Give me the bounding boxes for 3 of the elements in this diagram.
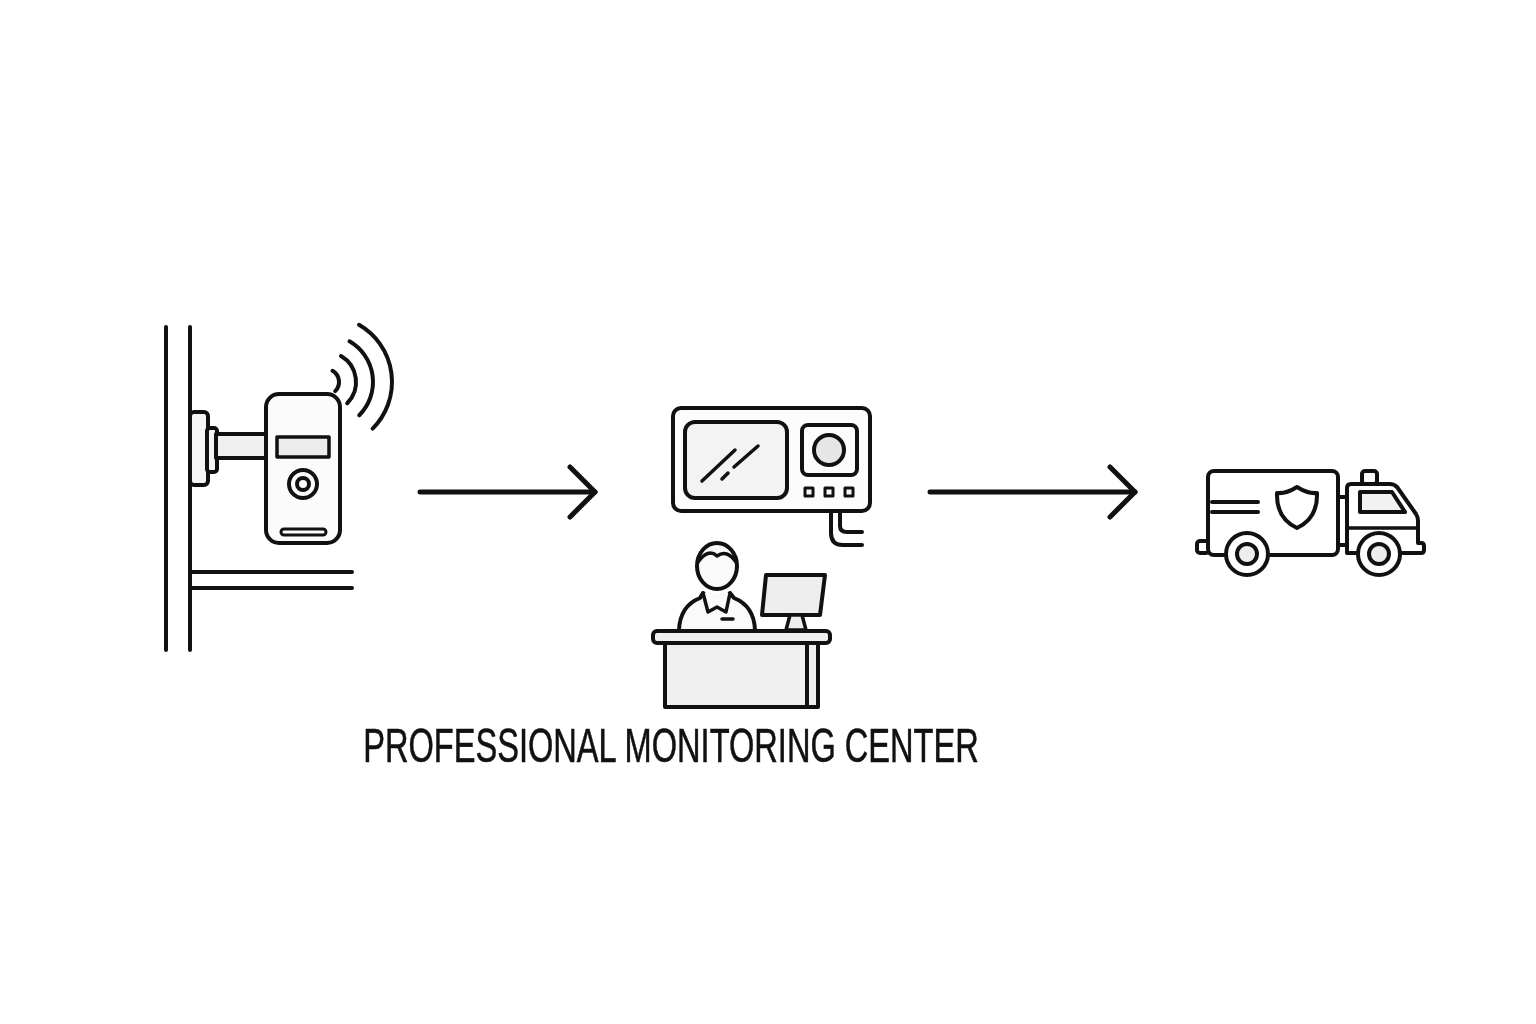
arrow <box>927 464 1138 520</box>
node-label: PROFESSIONAL MONITORING CENTER <box>363 721 979 770</box>
arrow <box>417 464 598 520</box>
